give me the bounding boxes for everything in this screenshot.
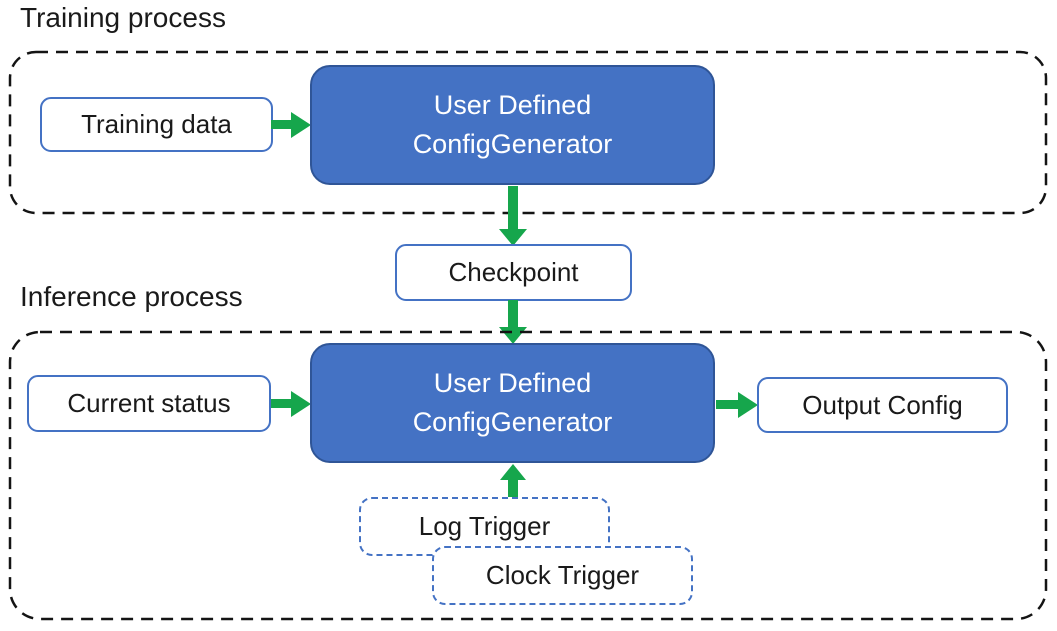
arrow-training-data-to-generator (271, 111, 311, 138)
arrow-current-status-to-generator (271, 390, 311, 417)
arrow-head-right (738, 391, 758, 418)
arrow-stem (508, 186, 518, 229)
output-config-box: Output Config (757, 377, 1008, 433)
log-trigger-label: Log Trigger (418, 511, 551, 541)
arrow-head-up (500, 464, 526, 480)
arrow-triggers-to-generator (500, 464, 526, 498)
arrow-head-right (291, 390, 311, 417)
output-config-label: Output Config (802, 389, 963, 420)
arrow-stem (508, 480, 518, 498)
arrow-stem (508, 300, 518, 327)
clock-trigger-box: Clock Trigger (432, 546, 693, 605)
checkpoint-label: Checkpoint (448, 257, 579, 287)
arrow-stem (716, 400, 738, 409)
inference-dashed-container (8, 330, 1048, 621)
arrow-head-down (499, 229, 527, 246)
training-process-title: Training process (20, 2, 226, 33)
inference-generator-label-line2: ConfigGenerator (412, 407, 613, 437)
clock-trigger-label: Clock Trigger (485, 560, 640, 590)
training-dashed-container (8, 50, 1048, 215)
inference-generator-label-line1: User Defined (433, 368, 592, 398)
inference-generator-box: User Defined ConfigGenerator (310, 343, 715, 463)
inference-process-title: Inference process (20, 281, 243, 312)
training-generator-box: User Defined ConfigGenerator (310, 65, 715, 185)
arrow-head-right (291, 111, 311, 138)
arrow-generator-to-output (716, 391, 758, 418)
training-data-box: Training data (40, 97, 273, 152)
current-status-box: Current status (27, 375, 271, 432)
arrow-stem (271, 120, 291, 129)
arrow-generator-to-checkpoint (499, 186, 527, 246)
training-data-label: Training data (81, 109, 232, 139)
current-status-label: Current status (67, 388, 231, 418)
training-generator-label-line1: User Defined (433, 90, 592, 120)
training-generator-label-line2: ConfigGenerator (412, 129, 613, 159)
arrow-stem (271, 399, 291, 408)
checkpoint-box: Checkpoint (395, 244, 632, 301)
